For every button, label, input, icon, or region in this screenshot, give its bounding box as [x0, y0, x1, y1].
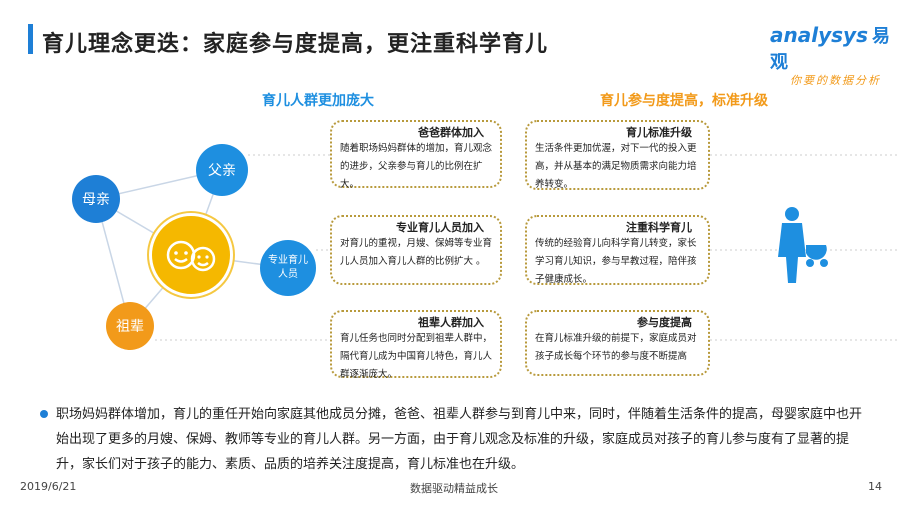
title-accent-bar — [28, 24, 33, 54]
info-box-participation: 参与度提高在育儿标准升级的前提下，家庭成员对孩子成长每个环节的参与度不断提高 — [525, 310, 710, 376]
father-circle: 父亲 — [196, 144, 248, 196]
grandparent-circle: 祖辈 — [106, 302, 154, 350]
mother-circle: 母亲 — [72, 175, 120, 223]
left-heading: 育儿人群更加庞大 — [262, 93, 374, 109]
footer-date: 2019/6/21 — [20, 480, 77, 493]
info-box-grandparent: 祖辈人群加入育儿任务也同时分配到祖辈人群中，隔代育儿成为中国育儿特色，育儿人群逐… — [330, 310, 502, 380]
page-title: 育儿理念更迭：家庭参与度提高，更注重科学育儿 — [42, 32, 549, 57]
footer-slogan: 数据驱动精益成长 — [410, 482, 498, 495]
mother-stroller-icon — [778, 207, 828, 283]
children-icon — [149, 213, 233, 297]
professional-circle: 专业育儿人员 — [260, 240, 316, 296]
info-box-science: 注重科学育儿传统的经验育儿向科学育儿转变，家长学习育儿知识，参与早教过程，陪伴孩… — [525, 215, 710, 285]
info-box-dad: 爸爸群体加入随着职场妈妈群体的增加，育儿观念的进步，父亲参与育儿的比例在扩大。 — [330, 120, 502, 190]
summary-text: 职场妈妈群体增加，育儿的重任开始向家庭其他成员分摊，爸爸、祖辈人群参与到育儿中来… — [38, 402, 868, 477]
info-box-standard: 育儿标准升级生活条件更加优渥，对下一代的投入更高，并从基本的满足物质需求向能力培… — [525, 120, 710, 190]
page-number: 14 — [868, 480, 882, 493]
right-heading: 育儿参与度提高，标准升级 — [600, 93, 768, 109]
info-box-professional: 专业育儿人员加入对育儿的重视，月嫂、保姆等专业育儿人员加入育儿人群的比例扩大 。 — [330, 215, 502, 285]
